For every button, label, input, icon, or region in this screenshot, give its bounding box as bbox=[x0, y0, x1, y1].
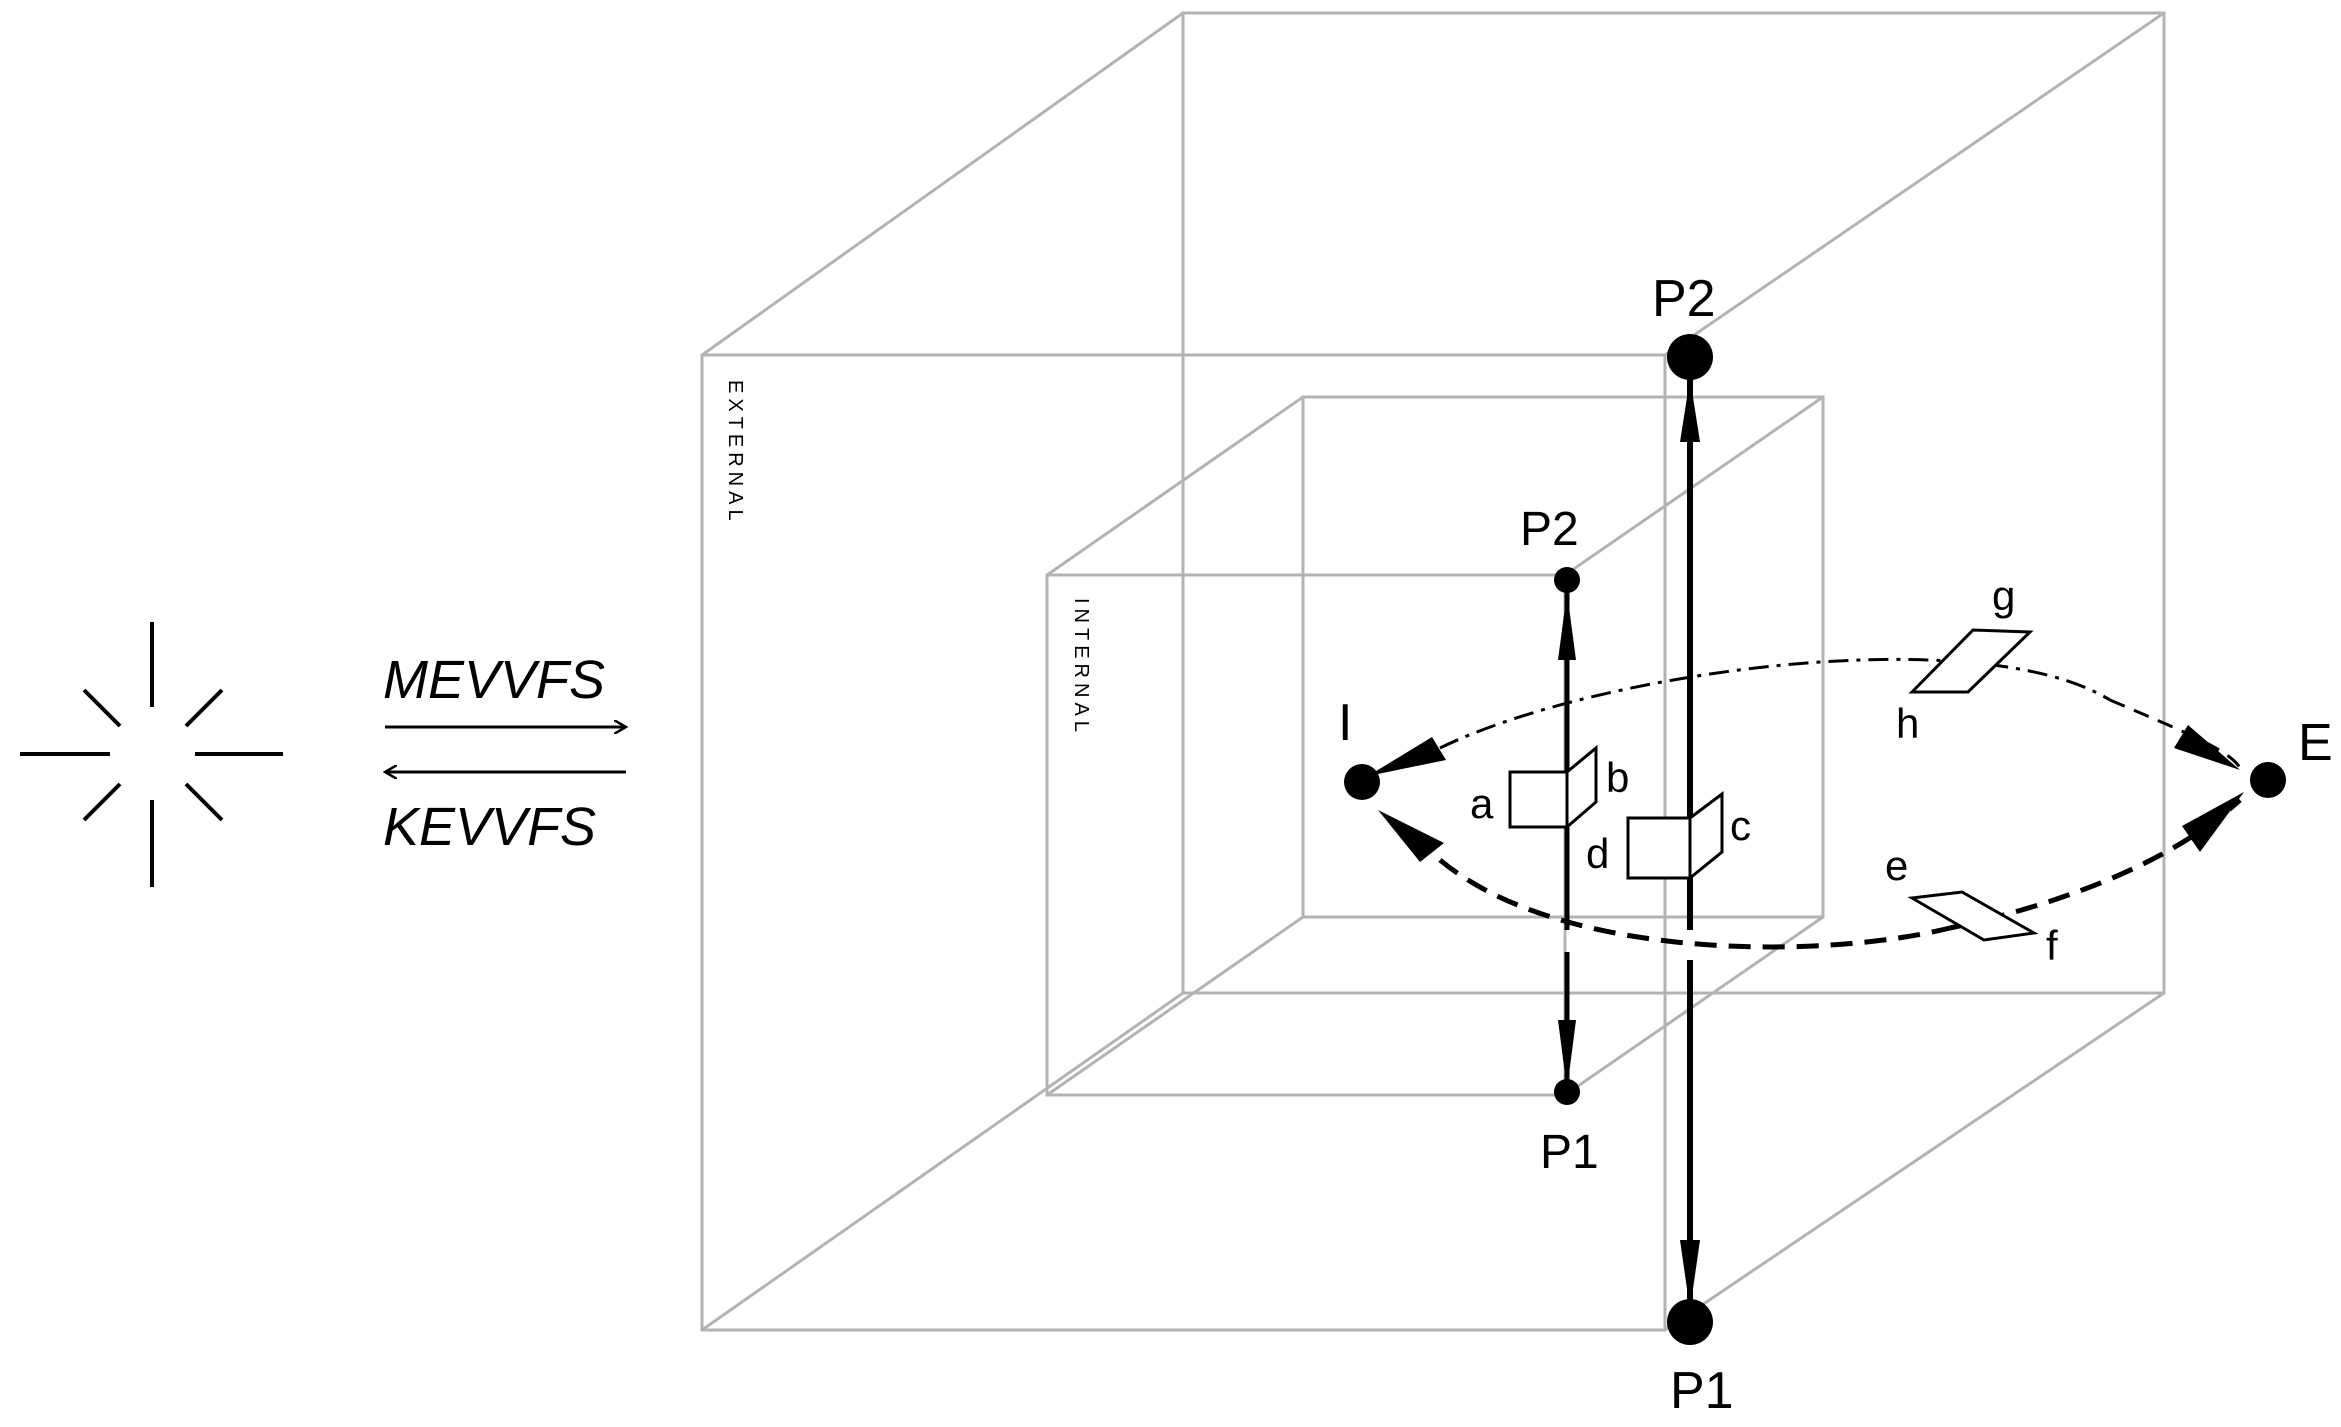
face-marker-ef bbox=[1907, 890, 2039, 942]
vertex-e-dot bbox=[2250, 762, 2286, 798]
face-f-label: f bbox=[2046, 922, 2058, 969]
down-arrowhead bbox=[1680, 1240, 1700, 1310]
inner-p2-label: P2 bbox=[1520, 503, 1579, 556]
inner-vertical-edge bbox=[1554, 567, 1580, 1105]
outer-p1-label: P1 bbox=[1670, 1362, 1734, 1420]
up-arrowhead bbox=[1680, 378, 1700, 442]
face-b-label: b bbox=[1606, 754, 1629, 801]
face-a-label: a bbox=[1470, 780, 1494, 827]
outer-p2-label: P2 bbox=[1652, 270, 1716, 328]
inner-p2-dot bbox=[1554, 567, 1580, 593]
inner-p1-dot bbox=[1554, 1079, 1580, 1105]
internal-label: INTERNAL bbox=[1070, 598, 1092, 737]
upper-arrowhead-e bbox=[2174, 725, 2240, 770]
outer-p1-dot bbox=[1667, 1299, 1713, 1345]
outer-p2-dot bbox=[1667, 334, 1713, 380]
face-e-label: e bbox=[1885, 842, 1908, 889]
face-h-label: h bbox=[1896, 700, 1919, 747]
lower-arrowhead-i bbox=[1378, 810, 1444, 862]
face-marker-cd bbox=[1626, 791, 1724, 882]
mevvfs-label: MEVVFS bbox=[383, 650, 605, 710]
vertex-i-label: I bbox=[1338, 694, 1352, 752]
down-arrowhead bbox=[1558, 1020, 1576, 1090]
face-marker-gh bbox=[1908, 628, 2034, 694]
vertex-i-dot bbox=[1344, 764, 1380, 800]
lower-arrowhead-e bbox=[2182, 792, 2244, 852]
external-label: EXTERNAL bbox=[724, 380, 746, 526]
face-c-label: c bbox=[1730, 802, 1751, 849]
up-arrowhead bbox=[1558, 592, 1576, 660]
upper-loop bbox=[1439, 657, 2242, 769]
face-g-label: g bbox=[1992, 572, 2015, 619]
upper-arrowhead-i bbox=[1368, 737, 1446, 776]
operator-arrows: MEVVFS KEVVFS bbox=[383, 650, 626, 857]
face-d-label: d bbox=[1586, 830, 1609, 877]
kevvfs-label: KEVVFS bbox=[383, 797, 596, 857]
face-marker-ab bbox=[1508, 744, 1598, 831]
vertex-e-label: E bbox=[2298, 714, 2333, 772]
starburst-icon bbox=[20, 622, 283, 887]
inner-p1-label: P1 bbox=[1540, 1126, 1599, 1179]
